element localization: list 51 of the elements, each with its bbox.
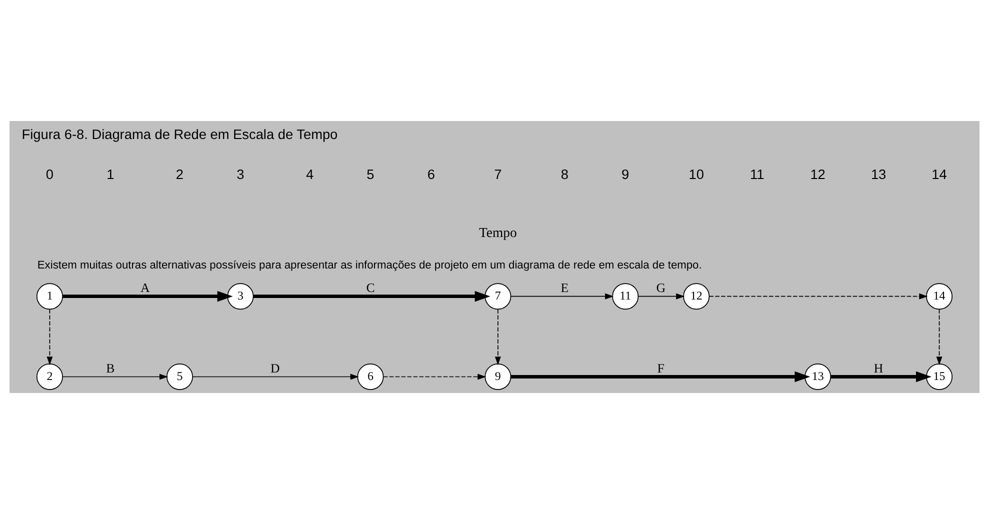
label: 12 bbox=[810, 166, 826, 182]
label: 10 bbox=[688, 166, 704, 182]
caption: Existem muitas outras alternativas possíveis para apresentar as informações de projeto em um diagrama de rede em escala de tempo. bbox=[37, 259, 702, 272]
label: Tempo bbox=[479, 225, 517, 240]
node-circle: 9 bbox=[484, 364, 512, 390]
label: 4 bbox=[306, 166, 314, 182]
arrow bbox=[708, 293, 928, 300]
label: 3 bbox=[236, 166, 244, 182]
edge-label: B bbox=[106, 361, 115, 376]
node-circle: 3 bbox=[227, 283, 254, 310]
edge-label: C bbox=[366, 281, 375, 296]
node-circle: 7 bbox=[484, 283, 512, 310]
node-circle: 14 bbox=[926, 283, 953, 310]
label: 2 bbox=[176, 166, 184, 182]
arrow bbox=[510, 371, 810, 382]
label: 8 bbox=[560, 166, 568, 182]
label: 7 bbox=[494, 166, 502, 182]
diagram-title: Figura 6-8. Diagrama de Rede em Escala de Tempo bbox=[22, 126, 338, 142]
arrow bbox=[62, 290, 233, 302]
arrow bbox=[46, 308, 53, 366]
label: 14 bbox=[932, 166, 947, 182]
node-circle: 6 bbox=[357, 364, 384, 390]
label: 11 bbox=[750, 166, 764, 182]
node-circle: 5 bbox=[166, 364, 193, 390]
edge-label: D bbox=[270, 361, 280, 376]
edge-label: H bbox=[874, 361, 884, 376]
node-circle: 2 bbox=[36, 364, 63, 390]
label: 1 bbox=[106, 166, 114, 182]
arrow bbox=[382, 374, 486, 380]
edge-label: A bbox=[140, 281, 150, 296]
edge-label: F bbox=[657, 361, 664, 376]
node-circle: 13 bbox=[804, 364, 832, 390]
node-circle: 15 bbox=[926, 364, 953, 390]
node-circle: 12 bbox=[683, 283, 710, 310]
node-circle: 1 bbox=[36, 283, 63, 310]
arrow bbox=[638, 293, 685, 300]
arrow bbox=[830, 371, 932, 382]
label: 9 bbox=[622, 166, 630, 182]
edge-label: E bbox=[560, 281, 569, 296]
label: 6 bbox=[427, 166, 436, 182]
arrow bbox=[254, 290, 490, 302]
label: 0 bbox=[46, 166, 54, 182]
label: 5 bbox=[366, 166, 374, 182]
edge-label: G bbox=[656, 281, 666, 296]
arrow bbox=[510, 293, 614, 300]
arrow bbox=[936, 308, 942, 366]
arrow bbox=[192, 374, 359, 380]
node-circle: 11 bbox=[612, 283, 639, 310]
label: 13 bbox=[870, 166, 886, 182]
arrow bbox=[62, 374, 168, 380]
arrow bbox=[494, 308, 501, 366]
